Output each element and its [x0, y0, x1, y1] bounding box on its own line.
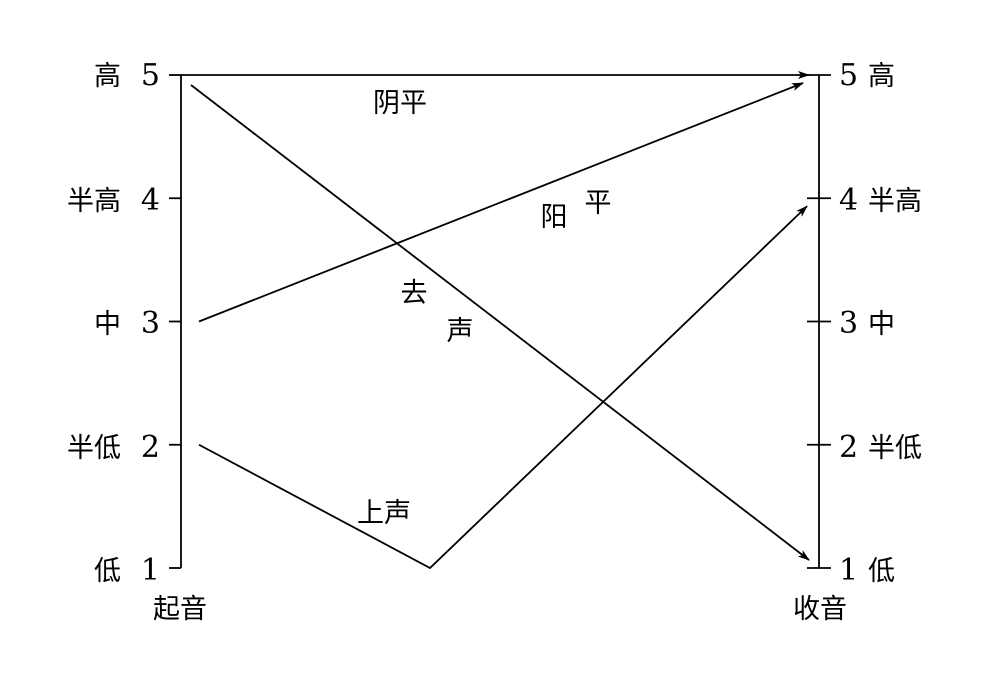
left-level-number-3: 3: [141, 306, 160, 341]
tone-lines: [181, 71, 810, 570]
start-axis-title: 起音: [153, 594, 207, 625]
left-level-name-1: 低: [94, 556, 121, 587]
yangping-label-part-1: 阳: [541, 202, 568, 233]
end-axis-title: 收音: [793, 594, 847, 625]
left-level-name-4: 半高: [67, 186, 121, 217]
right-level-name-3: 中: [868, 309, 895, 340]
right-level-number-4: 4: [839, 183, 858, 218]
right-level-number-3: 3: [839, 306, 858, 341]
axis-ticks: [169, 74, 831, 569]
left-level-name-2: 半低: [67, 433, 121, 464]
qusheng-line: [190, 84, 810, 561]
right-level-number-5: 5: [839, 58, 858, 93]
yangping-line: [198, 82, 804, 323]
right-level-name-2: 半低: [868, 433, 922, 464]
shangsheng-line: [198, 205, 808, 570]
left-level-number-4: 4: [141, 183, 160, 218]
left-level-name-3: 中: [94, 309, 121, 340]
right-level-name-1: 低: [868, 556, 895, 587]
left-level-name-5: 高: [94, 61, 121, 92]
right-level-number-1: 1: [839, 553, 858, 588]
right-level-number-2: 2: [839, 430, 858, 465]
qusheng-label-part-2: 声: [447, 316, 474, 347]
yangping-label-part-2: 平: [585, 188, 612, 219]
end-axis-labels: 5 高 4 半高 3 中 2 半低 1 低: [839, 58, 922, 588]
right-level-name-5: 高: [868, 61, 895, 92]
start-axis-labels: 高 5 半高 4 中 3 半低 2 低 1: [67, 58, 160, 588]
qusheng-label-part-1: 去: [401, 278, 428, 309]
left-level-number-1: 1: [141, 553, 160, 588]
right-level-name-4: 半高: [868, 186, 922, 217]
left-level-number-2: 2: [141, 430, 160, 465]
yinping-label: 阴平: [373, 88, 427, 119]
shangsheng-label: 上声: [357, 498, 411, 529]
left-level-number-5: 5: [141, 58, 160, 93]
tone-labels: 阴平 阳 平 去 声 上声: [357, 88, 612, 529]
